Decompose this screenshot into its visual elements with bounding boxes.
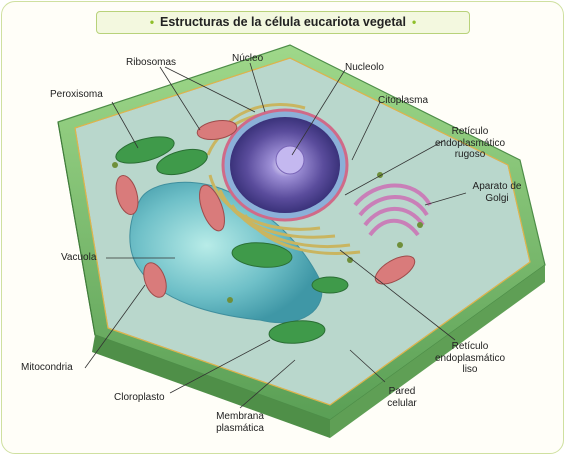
label-reticulo-liso-line-2: endoplasmático	[434, 352, 506, 364]
leader-lines	[84, 62, 467, 409]
title-text: Estructuras de la célula eucariota veget…	[160, 15, 406, 29]
label-pared-celular: Pared celular	[372, 386, 432, 409]
diagram-title: • Estructuras de la célula eucariota vege…	[96, 11, 470, 34]
label-reticulo-liso-line-3: liso	[462, 364, 478, 375]
label-reticulo-rugoso-line-2: endoplasmático	[434, 137, 506, 149]
label-citoplasma: Citoplasma	[378, 95, 429, 106]
label-peroxisoma: Peroxisoma	[50, 89, 103, 100]
label-cloroplasto: Cloroplasto	[114, 392, 165, 403]
label-aparato-golgi-line-1: Aparato de	[472, 181, 522, 192]
nucleolus	[275, 145, 305, 175]
title-bullet-right: •	[411, 15, 417, 29]
label-mitocondria: Mitocondria	[21, 362, 73, 373]
label-membrana-line-1: Membrana	[216, 411, 264, 422]
label-pared-line-2: celular	[387, 397, 417, 409]
label-nucleolo: Nucleolo	[345, 62, 384, 73]
label-reticulo-liso-line-1: Retículo	[451, 341, 489, 352]
vacuole	[129, 181, 323, 324]
vesicles-group	[112, 162, 423, 303]
label-aparato-golgi-line-2: Golgi	[485, 192, 509, 204]
label-reticulo-rugoso: Retículo endoplasmático rugoso	[430, 126, 510, 161]
label-reticulo-rugoso-line-1: Retículo	[451, 126, 489, 137]
title-bullet-left: •	[149, 15, 155, 29]
plasma-membrane	[74, 57, 531, 406]
label-reticulo-liso: Retículo endoplasmático liso	[430, 341, 510, 376]
label-aparato-golgi: Aparato de Golgi	[462, 181, 532, 204]
label-ribosomas: Ribosomas	[126, 57, 177, 68]
label-membrana-line-2: plasmática	[216, 422, 264, 434]
label-nucleo: Núcleo	[232, 53, 264, 64]
label-reticulo-rugoso-line-3: rugoso	[454, 149, 486, 160]
chloroplasts-group	[115, 136, 349, 344]
golgi-apparatus	[353, 183, 432, 237]
label-pared-line-1: Pared	[388, 386, 416, 397]
mitochondria-group	[115, 119, 416, 298]
label-vacuola: Vacuola	[61, 252, 97, 263]
label-membrana-plasmatica: Membrana plasmática	[200, 411, 280, 434]
